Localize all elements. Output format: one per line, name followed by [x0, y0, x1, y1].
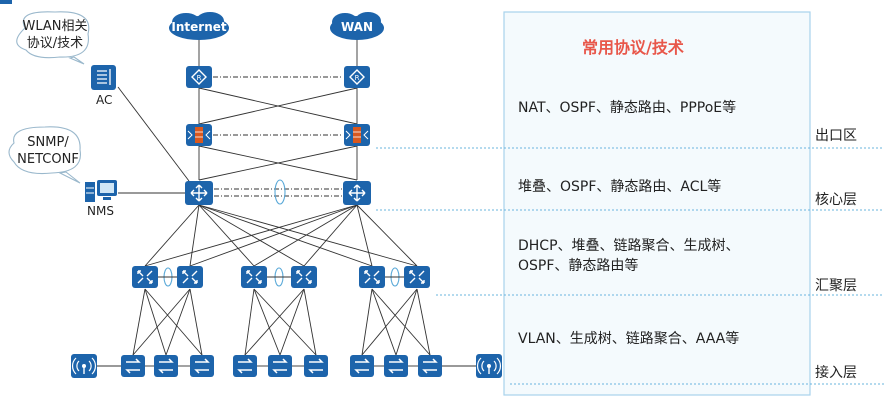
- aggregation-switch-1b[interactable]: [176, 265, 204, 289]
- callout-bubbles: [8, 11, 90, 184]
- access-switch-9[interactable]: [417, 354, 443, 378]
- nms-label: NMS: [87, 204, 114, 218]
- core-protocols: 堆叠、OSPF、静态路由、ACL等: [518, 179, 722, 195]
- layer-separators: [376, 147, 884, 385]
- layer-label-aggregation: 汇聚层: [815, 278, 857, 294]
- access-protocols: VLAN、生成树、链路聚合、AAA等: [518, 331, 740, 347]
- internet-cloud: [169, 12, 229, 40]
- ac-label: AC: [96, 93, 113, 107]
- access-point-right[interactable]: [475, 353, 503, 379]
- access-switch-6[interactable]: [303, 354, 329, 378]
- stack-ellipses: [158, 179, 405, 287]
- core-switch-left[interactable]: [184, 180, 214, 206]
- wan-cloud: [330, 12, 384, 40]
- aggregation-protocols: DHCP、堆叠、链路聚合、生成树、OSPF、静态路由等: [518, 238, 740, 274]
- aggregation-switch-3a[interactable]: [358, 265, 386, 289]
- corner-accent: [0, 0, 12, 4]
- access-switch-5[interactable]: [267, 354, 293, 378]
- network-links: [97, 40, 476, 367]
- access-switch-2[interactable]: [153, 354, 179, 378]
- egress-router-left[interactable]: [185, 65, 213, 89]
- aggregation-switch-2a[interactable]: [240, 265, 268, 289]
- nms-server-icon[interactable]: [85, 180, 117, 202]
- firewall-right[interactable]: [343, 123, 371, 147]
- firewall-left[interactable]: [185, 123, 213, 147]
- wlan-callout-text: WLAN相关 协议/技术: [22, 19, 88, 51]
- wan-label: WAN: [340, 20, 374, 34]
- redundancy-links: [213, 76, 343, 197]
- access-switch-3[interactable]: [189, 354, 215, 378]
- layer-label-access: 接入层: [815, 365, 857, 381]
- snmp-callout-text: SNMP/ NETCONF: [17, 135, 79, 167]
- egress-protocols: NAT、OSPF、静态路由、PPPoE等: [518, 100, 737, 116]
- aggregation-switch-2b[interactable]: [290, 265, 318, 289]
- aggregation-switch-3b[interactable]: [403, 265, 431, 289]
- egress-router-right[interactable]: [343, 65, 371, 89]
- core-switch-right[interactable]: [342, 180, 372, 206]
- panel-title: 常用协议/技术: [582, 38, 684, 57]
- layer-label-egress: 出口区: [815, 128, 857, 144]
- layer-label-core: 核心层: [815, 192, 857, 208]
- access-switch-7[interactable]: [349, 354, 375, 378]
- access-point-left[interactable]: [70, 353, 98, 379]
- internet-label: Internet: [171, 20, 227, 34]
- ac-controller-icon[interactable]: [91, 65, 116, 90]
- aggregation-switch-1a[interactable]: [131, 265, 159, 289]
- access-switch-4[interactable]: [232, 354, 258, 378]
- protocol-panel: [503, 11, 811, 396]
- access-switch-8[interactable]: [383, 354, 409, 378]
- access-switch-1[interactable]: [120, 354, 146, 378]
